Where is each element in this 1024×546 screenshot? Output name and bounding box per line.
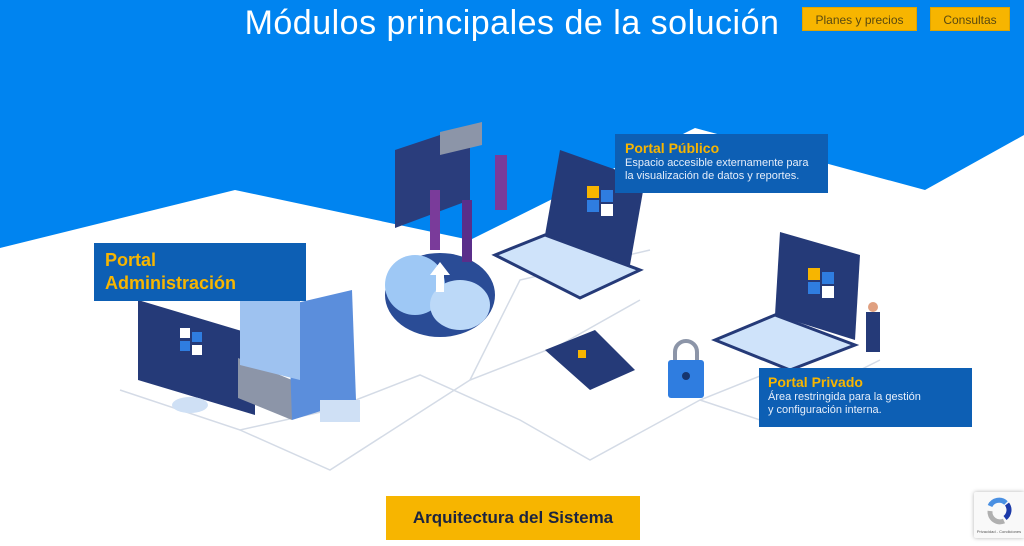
- card-desc-line2: y configuración interna.: [768, 404, 882, 416]
- recaptcha-footer[interactable]: Privacidad - Condiciones: [976, 529, 1022, 534]
- page-title: Módulos principales de la solución: [0, 4, 1024, 43]
- card-title: Portal Privado: [768, 374, 863, 390]
- admin-monitor-illustration: [138, 290, 360, 422]
- card-portal-privado: Portal Privado Área restringida para la …: [759, 368, 972, 427]
- card-desc-line1: Espacio accesible externamente para: [625, 157, 809, 169]
- card-title-line1: Portal: [105, 250, 157, 270]
- phone-illustration: [545, 330, 635, 390]
- system-architecture-button[interactable]: Arquitectura del Sistema: [386, 496, 640, 540]
- plans-pricing-button[interactable]: Planes y precios: [802, 7, 917, 31]
- card-desc-line1: Área restringida para la gestión: [768, 391, 921, 403]
- card-desc-line2: la visualización de datos y reportes.: [625, 170, 800, 182]
- cloud-illustration: [385, 253, 495, 337]
- recaptcha-badge[interactable]: Privacidad - Condiciones: [974, 492, 1024, 538]
- card-title: Portal Público: [625, 140, 720, 156]
- laptop-public-illustration: [491, 150, 645, 300]
- page-title-text: Módulos principales de la solución: [244, 4, 780, 42]
- dashboard-illustration: [395, 122, 507, 262]
- card-portal-publico: Portal Público Espacio accesible externa…: [615, 134, 828, 193]
- recaptcha-icon: [987, 497, 1012, 525]
- card-title-line2: Administración: [105, 273, 237, 293]
- contact-button[interactable]: Consultas: [930, 7, 1010, 31]
- lock-illustration: [668, 339, 704, 398]
- laptop-private-illustration: [711, 232, 880, 372]
- card-portal-administracion: Portal Administración: [94, 243, 306, 301]
